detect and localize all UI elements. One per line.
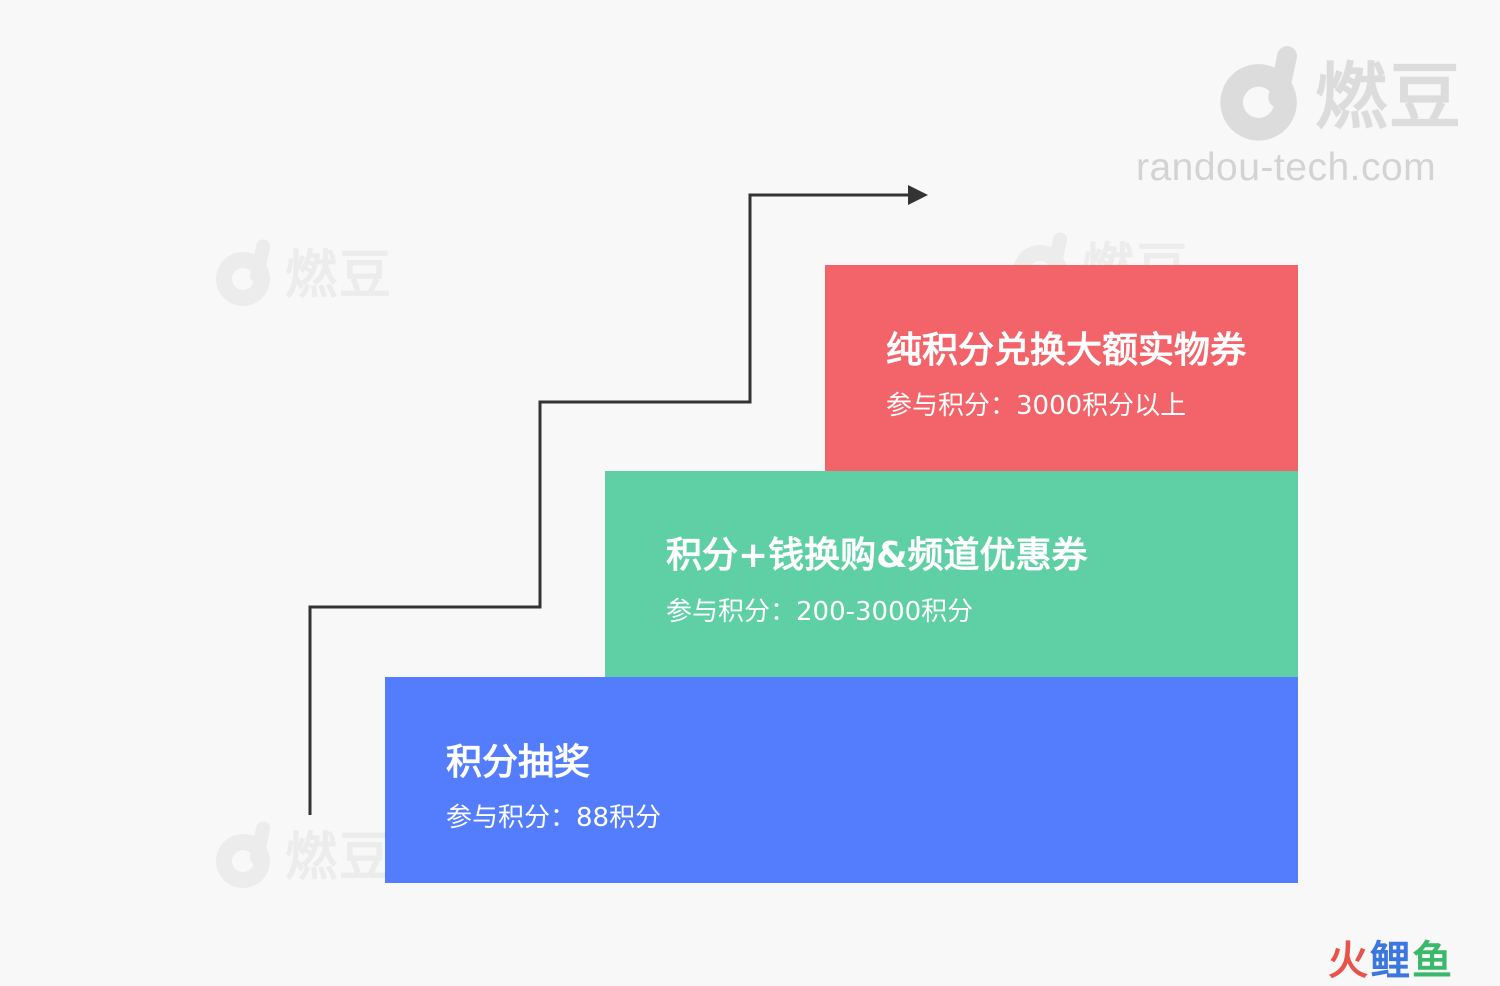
step-bottom-block: 积分抽奖 参与积分：88积分 <box>385 677 1298 883</box>
corner-logo-char-2: 鲤 <box>1370 938 1412 984</box>
step-middle-subtitle: 参与积分：200-3000积分 <box>666 597 974 627</box>
step-top-title: 纯积分兑换大额实物券 <box>886 330 1247 371</box>
arrow-head-icon <box>908 185 928 205</box>
step-bottom-subtitle: 参与积分：88积分 <box>446 803 662 833</box>
step-top-subtitle: 参与积分：3000积分以上 <box>886 391 1187 421</box>
step-top-block: 纯积分兑换大额实物券 参与积分：3000积分以上 <box>825 265 1298 471</box>
corner-logo: 火鲤鱼 <box>1328 928 1454 986</box>
step-middle-title: 积分+钱换购&频道优惠券 <box>666 535 1088 576</box>
staircase-arrow-line <box>308 193 908 815</box>
corner-logo-char-1: 火 <box>1328 938 1370 984</box>
step-bottom-title: 积分抽奖 <box>446 742 591 783</box>
corner-logo-char-3: 鱼 <box>1412 938 1454 984</box>
watermark-url: randou-tech.com <box>1136 146 1437 189</box>
step-middle-block: 积分+钱换购&频道优惠券 参与积分：200-3000积分 <box>605 471 1298 677</box>
